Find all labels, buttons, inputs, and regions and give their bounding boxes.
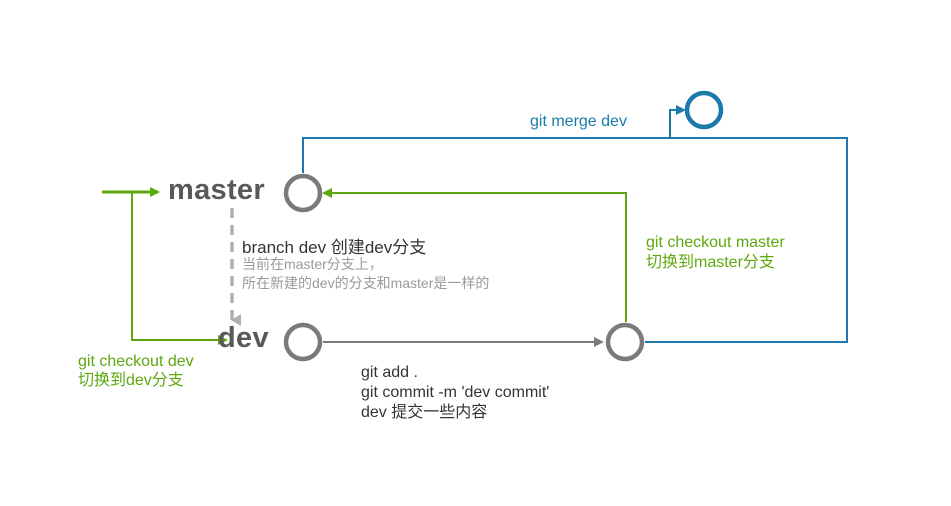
merge-commit-node bbox=[684, 90, 724, 130]
merge-result-arrow bbox=[669, 105, 686, 138]
commit-description: dev 提交一些内容 bbox=[361, 404, 488, 421]
commit-command-line2: git commit -m 'dev commit' bbox=[361, 384, 550, 401]
checkout-master-command: git checkout master bbox=[646, 234, 785, 251]
merge-dev-arrow bbox=[302, 137, 848, 343]
branch-note-line1: 当前在master分支上， bbox=[242, 256, 383, 272]
dev-commit-node bbox=[283, 322, 323, 362]
checkout-master-arrow bbox=[322, 188, 627, 322]
master-commit-node bbox=[283, 173, 323, 213]
checkout-dev-arrow bbox=[131, 192, 228, 345]
commit-command-line1: git add . bbox=[361, 364, 418, 381]
checkout-dev-command: git checkout dev bbox=[78, 353, 194, 370]
branch-command-text: branch dev 创建dev分支 bbox=[242, 238, 427, 257]
dev-new-commit-node bbox=[605, 322, 645, 362]
dev-branch-label: dev bbox=[218, 322, 269, 354]
checkout-dev-description: 切换到dev分支 bbox=[78, 372, 184, 389]
merge-command: git merge dev bbox=[530, 113, 627, 130]
master-branch-label: master bbox=[168, 174, 265, 206]
branch-note-line2: 所在新建的dev的分支和master是一样的 bbox=[242, 275, 490, 291]
checkout-master-description: 切换到master分支 bbox=[646, 254, 775, 271]
